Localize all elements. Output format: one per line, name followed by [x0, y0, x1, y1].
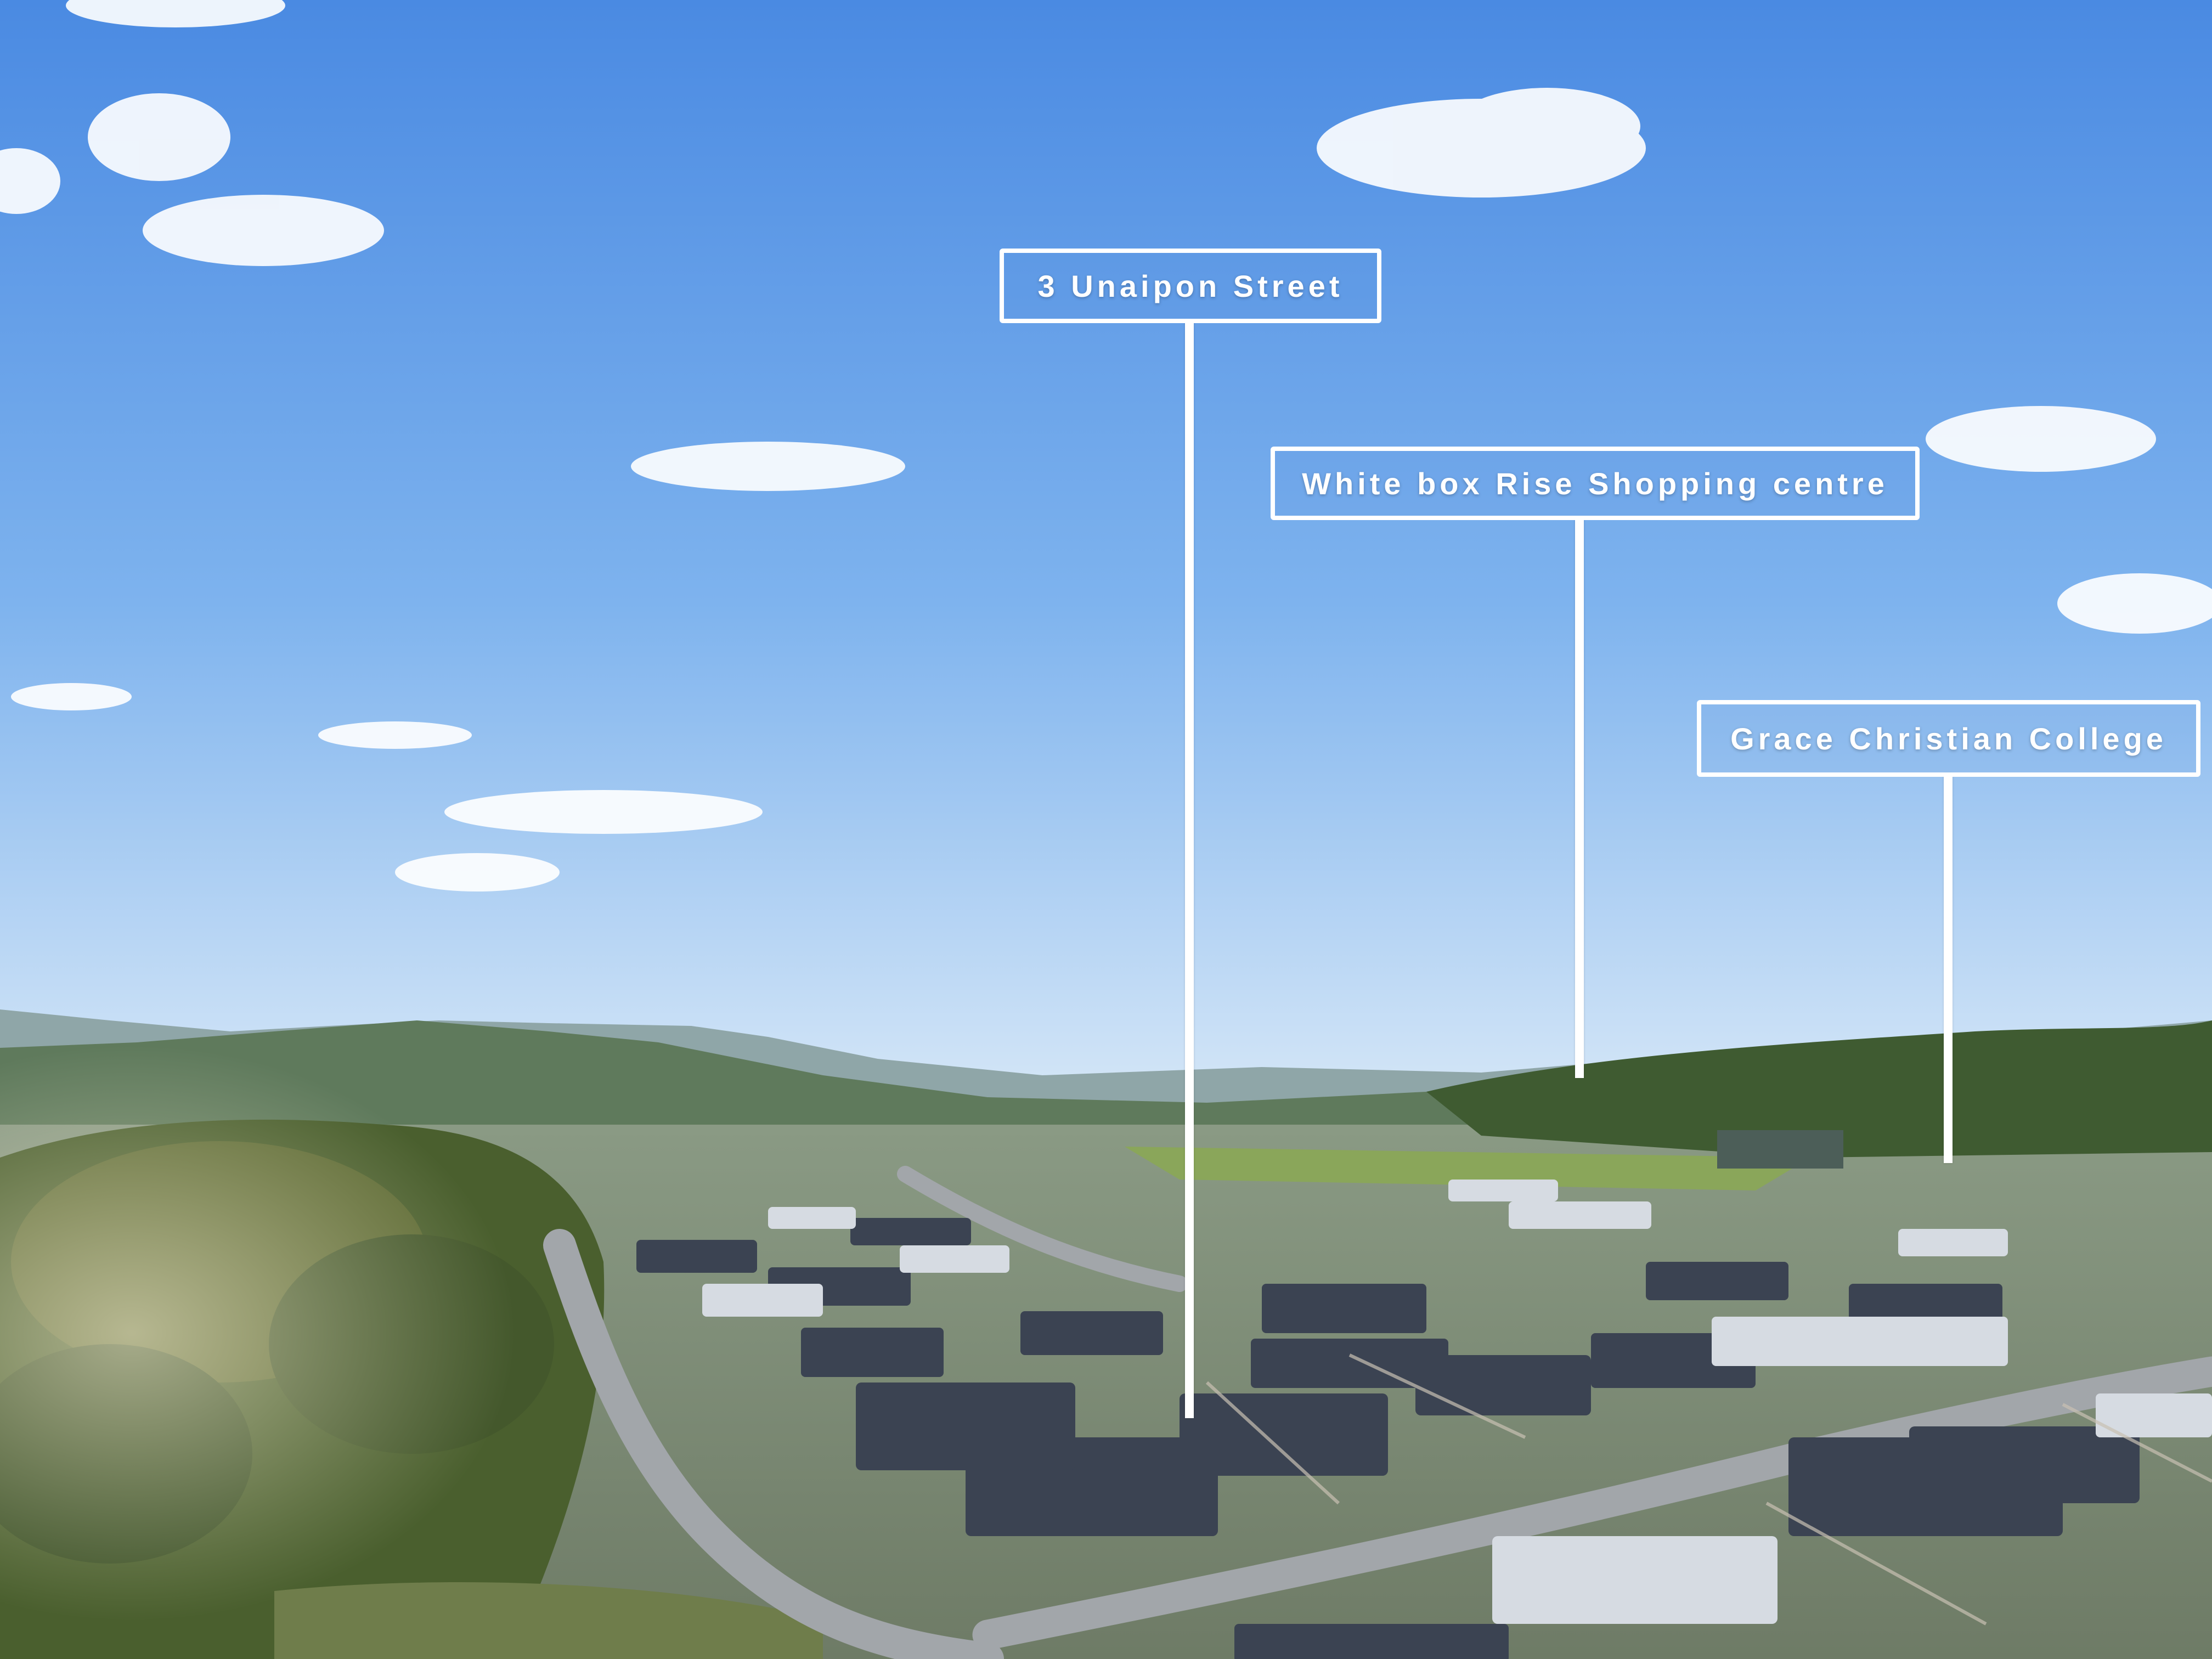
houses [636, 1130, 2212, 1659]
tree-line-right [1426, 1020, 2212, 1158]
callout-label-shopping-centre: White box Rise Shopping centre [1271, 447, 1920, 520]
callout-label-unaipon-street: 3 Unaipon Street [1000, 249, 1381, 323]
callout-pointer-line [1575, 518, 1584, 1078]
callout-pointer-line [1944, 774, 1953, 1163]
roads [543, 1166, 2212, 1659]
callout-pointer-line [1185, 321, 1194, 1418]
oval-field [1125, 1147, 1810, 1190]
callout-label-grace-christian-college: Grace Christian College [1697, 700, 2200, 777]
